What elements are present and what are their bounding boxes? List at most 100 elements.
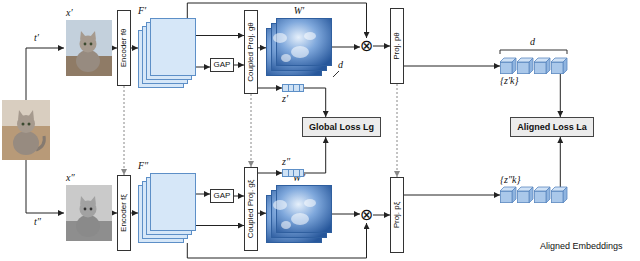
embedding-vector: z″ <box>282 169 304 177</box>
attention-blob <box>304 199 316 207</box>
cat-eye <box>28 123 31 126</box>
node-illustration <box>138 173 196 243</box>
node-illustration <box>500 58 567 74</box>
attention-blob <box>304 32 316 40</box>
math-label: d <box>530 37 535 47</box>
flow-arrow <box>373 46 390 47</box>
node-label: GAP <box>214 61 231 69</box>
cat-eye <box>84 43 87 46</box>
aligned-embeddings: {z′k} <box>500 58 567 74</box>
node-illustration <box>66 20 112 76</box>
loss-box: Aligned Loss La <box>510 117 594 137</box>
flow-arrow <box>332 214 360 215</box>
node-illustration <box>266 185 332 243</box>
node-label: z′ <box>282 94 288 104</box>
flow-arrow <box>373 215 390 216</box>
embedding-cube <box>534 191 546 202</box>
cat-eye <box>90 43 93 46</box>
vector-divider <box>293 170 294 177</box>
flow-arrow <box>196 194 210 195</box>
cat-body <box>76 215 100 237</box>
flow-arrow <box>560 137 561 187</box>
math-label: t′ <box>34 33 39 43</box>
vector-divider <box>288 85 289 92</box>
cat-body <box>76 50 100 72</box>
image-node: x′ <box>66 20 112 76</box>
embedding-cube <box>551 191 563 202</box>
operator-symbol: ⊗ <box>360 38 373 54</box>
embedding-side <box>529 58 533 74</box>
cat-ear <box>80 31 86 40</box>
cat-eye <box>90 208 93 211</box>
attention-blob <box>291 46 309 58</box>
annotation-label: Aligned Embeddings <box>540 242 623 251</box>
cat-eye <box>84 208 87 211</box>
vector-divider <box>293 85 294 92</box>
cat-ear <box>90 31 96 40</box>
node-illustration <box>266 18 332 76</box>
node-illustration <box>500 187 567 203</box>
attention-blob <box>281 54 291 62</box>
attention-blob <box>291 213 309 225</box>
flow-arrow <box>404 195 500 196</box>
embedding-side <box>563 187 567 203</box>
depth-tick <box>333 71 339 77</box>
augment-arrow <box>26 160 64 213</box>
node-label: Aligned Loss La <box>517 123 587 132</box>
node-illustration <box>282 169 304 177</box>
node-label: GAP <box>214 192 231 200</box>
attention-map <box>277 186 332 233</box>
embedding-side <box>529 187 533 203</box>
vector-divider <box>299 85 300 92</box>
node-label: Proj. pθ <box>393 32 401 60</box>
embedding-cube <box>500 191 512 202</box>
attention-blob <box>281 221 291 229</box>
momentum-connector <box>251 94 252 167</box>
feature-channel <box>151 174 196 231</box>
flow-arrow <box>131 213 138 214</box>
vector-bar <box>283 85 304 92</box>
flow-arrow <box>304 88 326 117</box>
flow-arrow <box>258 47 266 48</box>
embedding-cube <box>517 191 529 202</box>
multiply-operator: ⊗ <box>360 207 373 223</box>
node-label: F″ <box>138 161 148 171</box>
node-label: Coupled Proj. gξ <box>247 180 255 239</box>
flow-arrow <box>131 48 138 49</box>
module-box: Encoder fξ <box>117 175 131 251</box>
math-label: t″ <box>34 217 41 227</box>
module-box: Coupled Proj. gξ <box>244 167 258 251</box>
embedding-side <box>512 187 516 203</box>
attention-maps: W″ <box>266 185 332 243</box>
feature-map: F′ <box>138 18 196 88</box>
flow-arrow <box>258 213 266 214</box>
attention-blob <box>273 33 287 43</box>
image-background <box>66 20 112 76</box>
vector-bar <box>283 170 304 177</box>
momentum-connector <box>397 84 398 177</box>
dimension-bracket <box>500 50 567 54</box>
vector-divider <box>299 170 300 177</box>
flow-arrow <box>234 196 244 197</box>
loss-box: Global Loss Lg <box>302 117 381 137</box>
embedding-cube <box>551 62 563 73</box>
flow-arrow <box>332 47 360 48</box>
image-node: x″ <box>66 185 112 241</box>
node-illustration <box>282 84 304 92</box>
embedding-cube <box>500 62 512 73</box>
node-label: Proj. pξ <box>393 202 401 229</box>
flow-arrow <box>234 65 244 66</box>
node-label: x″ <box>66 173 75 183</box>
node-label: W′ <box>294 6 305 16</box>
node-label: x′ <box>66 8 73 18</box>
flow-arrow <box>258 88 282 89</box>
cat-ear <box>28 110 34 120</box>
node-label: Encoder fξ <box>120 194 128 232</box>
node-label: Coupled Proj. gθ <box>247 22 255 82</box>
attention-maps: W′ <box>266 18 332 76</box>
image-background <box>66 185 112 241</box>
node-label: Encoder fθ <box>120 29 128 68</box>
embedding-side <box>546 187 550 203</box>
flow-arrow <box>196 67 210 68</box>
